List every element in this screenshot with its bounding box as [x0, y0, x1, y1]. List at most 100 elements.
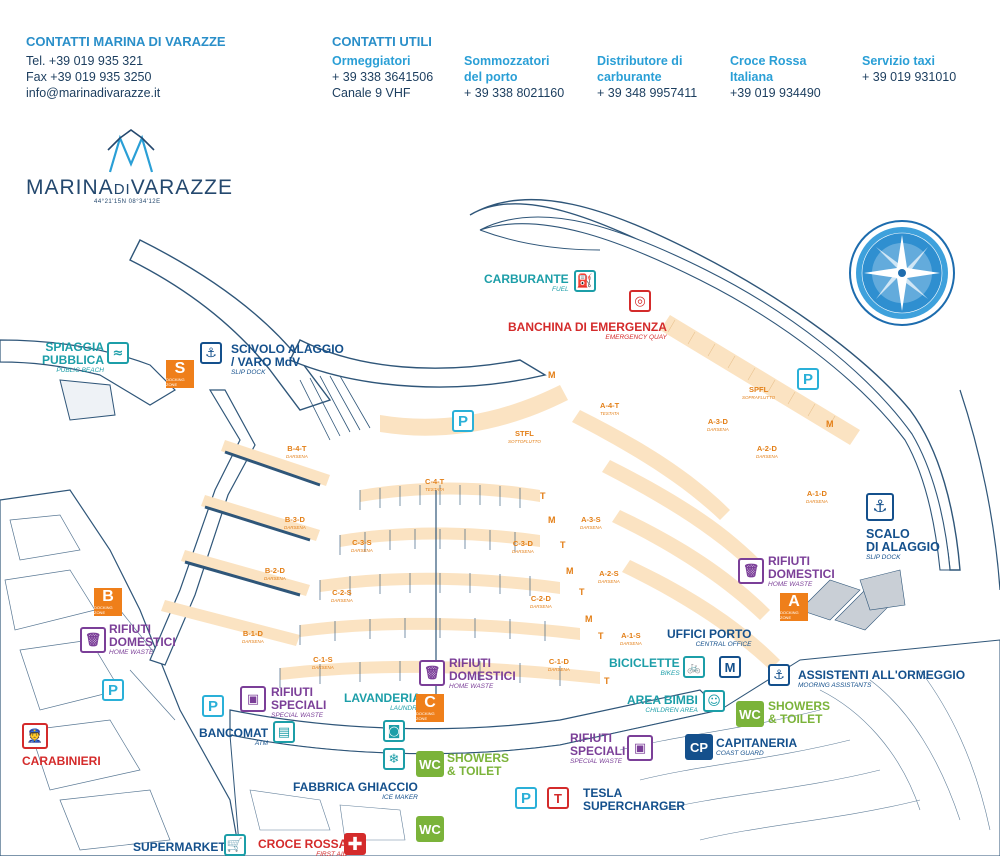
marker-m: M: [548, 370, 556, 380]
dock-sub: DARSENA: [598, 579, 620, 584]
marina-office-icon[interactable]: M: [719, 656, 741, 678]
croce-rossa-phone[interactable]: +39 019 934490: [730, 86, 821, 100]
bikes-text: BICICLETTE: [609, 656, 680, 670]
atm-icon[interactable]: ▤: [273, 721, 295, 743]
ormeggiatori-phone[interactable]: + 39 338 3641506: [332, 70, 434, 84]
trash-bin-icon[interactable]: 🗑: [738, 558, 764, 584]
distributore-phone[interactable]: + 39 348 9957411: [597, 86, 698, 100]
dock-code: B-3-D: [284, 515, 305, 524]
wc-icon[interactable]: WC: [416, 751, 444, 777]
wc-icon[interactable]: WC: [416, 816, 444, 842]
parking-icon[interactable]: P: [202, 695, 224, 717]
parking-icon[interactable]: P: [797, 368, 819, 390]
atm-sub: ATM: [254, 740, 269, 747]
logo-coordinates: 44°21'15N 08°34'12E: [94, 199, 161, 205]
parking-icon[interactable]: P: [452, 410, 474, 432]
logo-name-b: DI: [113, 181, 131, 198]
zone-b-sub: DOCKING ZONE: [94, 605, 113, 615]
distributore-title1: Distributore di: [597, 54, 683, 68]
dock-code: STFL: [515, 429, 534, 438]
marker-m: M: [585, 614, 593, 624]
ice-cube-icon[interactable]: ❄: [383, 748, 405, 770]
shopping-cart-icon[interactable]: 🛒: [224, 834, 246, 856]
taxi-phone[interactable]: + 39 019 931010: [862, 70, 957, 84]
marker-t: T: [540, 491, 546, 501]
life-buoy-icon[interactable]: ◎: [629, 290, 651, 312]
ormeggiatori-vhf: Canale 9 VHF: [332, 86, 411, 100]
slip-dock-text-2: / VARO MdV: [231, 355, 301, 369]
special-waste-east-text-1: RIFIUTI: [570, 731, 612, 745]
red-cross-icon[interactable]: ✚: [344, 833, 366, 855]
coast-guard-icon[interactable]: CP: [685, 734, 713, 760]
anchor-icon[interactable]: ⚓: [200, 342, 222, 364]
croce-rossa-title2: Italiana: [730, 70, 774, 84]
showers-east-label: SHOWERS& TOILET: [768, 700, 830, 726]
home-waste-east-sub: HOME WASTE: [768, 581, 813, 588]
wc-icon[interactable]: WC: [736, 701, 764, 727]
marina-email[interactable]: info@marinadivarazze.it: [26, 86, 161, 100]
anchor-icon[interactable]: ⚓: [768, 664, 790, 686]
home-waste-center-sub: HOME WASTE: [449, 683, 494, 690]
playground-icon[interactable]: ☺: [703, 690, 725, 712]
showers-center-text-2: & TOILET: [447, 764, 502, 778]
dock-sub: DARSENA: [548, 667, 570, 672]
marker-t: T: [604, 676, 610, 686]
police-officer-icon[interactable]: 👮: [22, 723, 48, 749]
beach-waves-icon[interactable]: ≈: [107, 342, 129, 364]
contacts-header: CONTATTI MARINA DI VARAZZE Tel. +39 019 …: [0, 34, 1000, 114]
parking-icon[interactable]: P: [102, 679, 124, 701]
oil-can-icon[interactable]: ▣: [627, 735, 653, 761]
oil-can-icon[interactable]: ▣: [240, 686, 266, 712]
emergency-quay-text: BANCHINA DI EMERGENZA: [508, 320, 667, 334]
trash-bin-icon[interactable]: 🗑: [419, 660, 445, 686]
dock-sub: DARSENA: [707, 427, 729, 432]
logo-name-a: MARINA: [26, 176, 114, 199]
marina-phone[interactable]: Tel. +39 019 935 321: [26, 54, 144, 68]
home-waste-center-text-2: DOMESTICI: [449, 669, 516, 683]
parking-icon[interactable]: P: [515, 787, 537, 809]
mooring-assistants-text: ASSISTENTI ALL'ORMEGGIO: [798, 668, 966, 682]
bicycle-icon[interactable]: 🚲: [683, 656, 705, 678]
showers-east-text-1: SHOWERS: [768, 699, 831, 713]
anchor-icon[interactable]: ⚓: [866, 493, 894, 521]
dock-code: A-2-D: [756, 444, 777, 453]
slip-dock-text-1: SCIVOLO ALAGGIO: [231, 342, 344, 356]
tesla-logo-icon[interactable]: T: [547, 787, 569, 809]
fuel-pump-icon[interactable]: ⛽: [574, 270, 596, 292]
washing-machine-icon[interactable]: ◙: [383, 720, 405, 742]
atm-text: BANCOMAT: [199, 726, 269, 740]
marker-m: M: [566, 566, 574, 576]
sommozzatori-phone[interactable]: + 39 338 8021160: [464, 86, 565, 100]
trash-bin-icon[interactable]: 🗑: [80, 627, 106, 653]
marina-logo-mark-icon: [107, 129, 155, 173]
